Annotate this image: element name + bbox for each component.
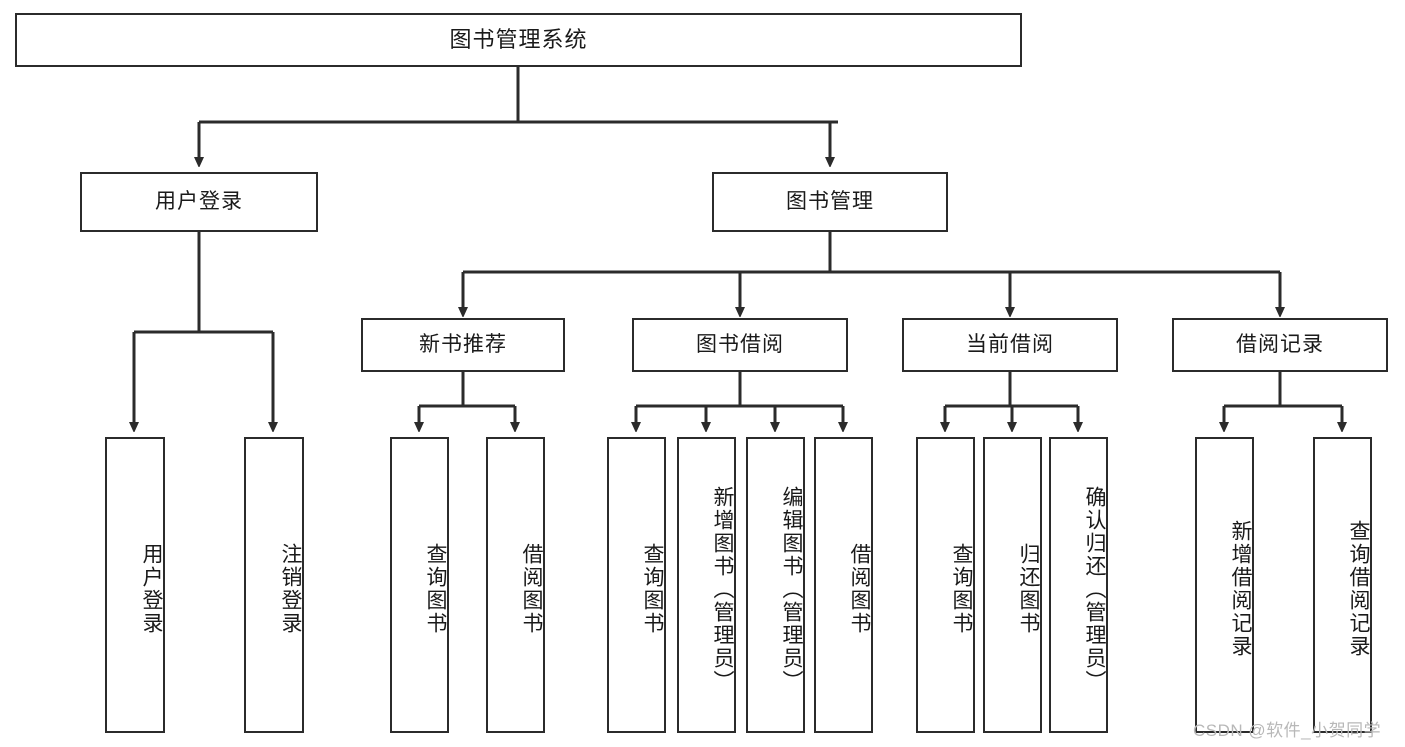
node-leaf-return-book-label: 归还图书 (1017, 543, 1040, 635)
node-leaf-user-login[interactable]: 用户登录 (105, 437, 165, 733)
node-leaf-query-book-2[interactable]: 查询图书 (607, 437, 666, 733)
node-borrow-record-label: 借阅记录 (1236, 332, 1324, 356)
node-leaf-user-login-label: 用户登录 (140, 543, 163, 635)
node-new-book-recommend-label: 新书推荐 (419, 332, 507, 356)
node-user-login-label: 用户登录 (155, 189, 243, 213)
node-leaf-logout-login[interactable]: 注销登录 (244, 437, 304, 733)
node-leaf-query-record-label: 查询借阅记录 (1347, 520, 1370, 658)
node-book-manage[interactable]: 图书管理 (712, 172, 948, 232)
node-leaf-query-book-1[interactable]: 查询图书 (390, 437, 449, 733)
node-leaf-add-record-label: 新增借阅记录 (1229, 520, 1252, 658)
node-leaf-query-book-1-label: 查询图书 (424, 543, 447, 635)
node-leaf-logout-login-label: 注销登录 (279, 543, 302, 635)
csdn-watermark: CSDN @软件_小贺同学 (1193, 721, 1382, 740)
node-book-borrow[interactable]: 图书借阅 (632, 318, 848, 372)
node-leaf-edit-book[interactable]: 编辑图书（管理员） (746, 437, 805, 733)
node-current-borrow[interactable]: 当前借阅 (902, 318, 1118, 372)
node-current-borrow-label: 当前借阅 (966, 332, 1054, 356)
node-leaf-add-book-label: 新增图书（管理员） (711, 485, 734, 693)
node-book-borrow-label: 图书借阅 (696, 332, 784, 356)
node-user-login[interactable]: 用户登录 (80, 172, 318, 232)
node-leaf-borrow-book-1-label: 借阅图书 (520, 543, 543, 635)
node-leaf-add-record[interactable]: 新增借阅记录 (1195, 437, 1254, 733)
node-leaf-query-record[interactable]: 查询借阅记录 (1313, 437, 1372, 733)
node-leaf-query-book-2-label: 查询图书 (641, 543, 664, 635)
node-root-label: 图书管理系统 (449, 27, 588, 53)
node-leaf-return-book[interactable]: 归还图书 (983, 437, 1042, 733)
node-leaf-borrow-book-1[interactable]: 借阅图书 (486, 437, 545, 733)
node-leaf-query-book-3[interactable]: 查询图书 (916, 437, 975, 733)
node-book-manage-label: 图书管理 (786, 189, 874, 213)
node-leaf-add-book[interactable]: 新增图书（管理员） (677, 437, 736, 733)
node-borrow-record[interactable]: 借阅记录 (1172, 318, 1388, 372)
node-leaf-edit-book-label: 编辑图书（管理员） (780, 485, 803, 693)
node-leaf-confirm-return-label: 确认归还（管理员） (1083, 485, 1106, 693)
node-leaf-borrow-book-2-label: 借阅图书 (848, 543, 871, 635)
node-leaf-confirm-return[interactable]: 确认归还（管理员） (1049, 437, 1108, 733)
node-leaf-borrow-book-2[interactable]: 借阅图书 (814, 437, 873, 733)
node-leaf-query-book-3-label: 查询图书 (950, 543, 973, 635)
node-root[interactable]: 图书管理系统 (15, 13, 1022, 67)
node-new-book-recommend[interactable]: 新书推荐 (361, 318, 565, 372)
